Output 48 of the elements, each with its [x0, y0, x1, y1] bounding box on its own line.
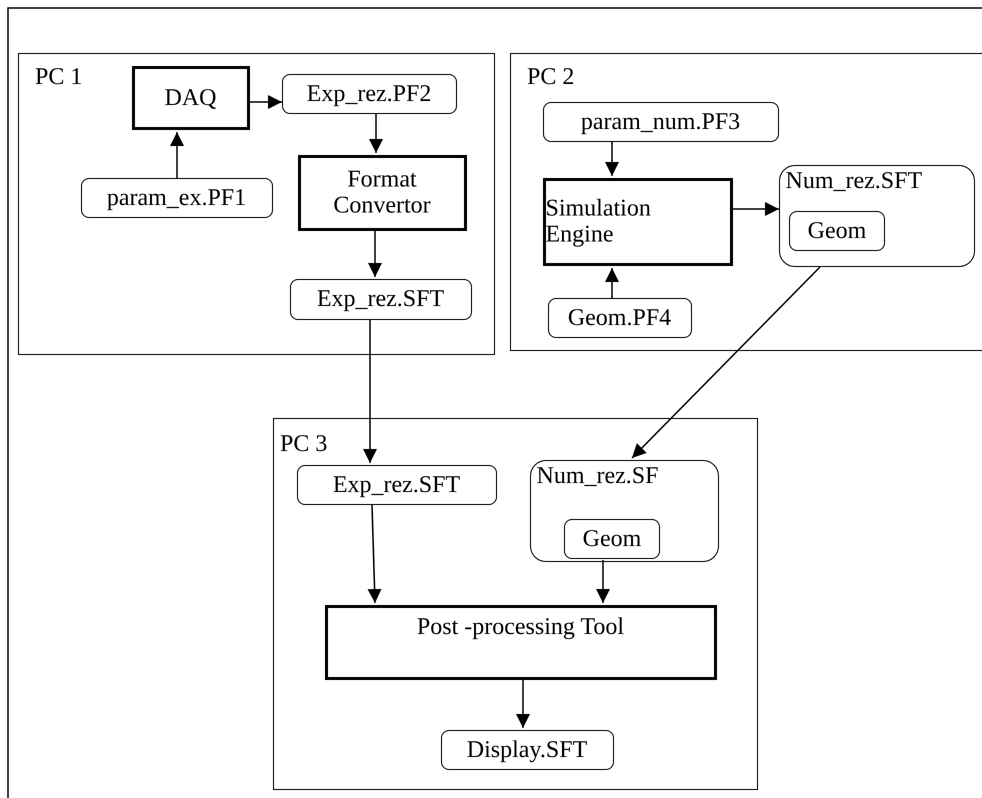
- arrow: [733, 202, 779, 216]
- node-label: Simulation Engine: [546, 195, 652, 248]
- node-label: Exp_rez.SFT: [332, 471, 460, 498]
- file-box: [564, 519, 660, 559]
- node-label: Geom: [808, 218, 866, 244]
- file-box: [789, 211, 885, 251]
- computer-panel: [273, 418, 758, 790]
- node-label: param_ex.PF1: [106, 184, 246, 211]
- arrow: [170, 132, 184, 178]
- file-container-box: [530, 460, 718, 562]
- arrow: [368, 231, 382, 277]
- panel-title: PC 3: [280, 431, 328, 458]
- file-box: [296, 464, 496, 504]
- file-box: [80, 178, 272, 218]
- node-label: Geom: [582, 526, 642, 552]
- arrow: [368, 504, 382, 604]
- arrow: [631, 266, 821, 459]
- process-box: [132, 66, 250, 130]
- node-label: Exp_rez.PF2: [306, 80, 432, 107]
- arrow: [250, 95, 282, 109]
- panel-title: PC 1: [35, 64, 82, 90]
- file-box: [440, 730, 614, 770]
- node-label: param_num.PF3: [580, 108, 740, 135]
- computer-panel: [18, 53, 495, 355]
- file-box: [290, 278, 472, 320]
- process-box: [542, 178, 732, 266]
- file-box: [548, 298, 692, 338]
- node-label: Post -processing Tool: [416, 614, 624, 640]
- panel-title: PC 2: [527, 64, 574, 90]
- file-container-box: [778, 164, 974, 266]
- process-box: [298, 154, 466, 230]
- node-label: Exp_rez.SFT: [316, 286, 444, 312]
- node-label: Num_rez.SFT: [786, 168, 922, 194]
- arrow: [516, 680, 530, 728]
- node-label: Num_rez.SF: [536, 462, 658, 489]
- node-label: Geom.PF4: [568, 304, 672, 331]
- process-box: [324, 604, 716, 680]
- file-box: [282, 74, 456, 114]
- arrow: [369, 114, 383, 153]
- node-label: Display.SFT: [466, 736, 588, 763]
- computer-panel: [510, 53, 982, 351]
- arrow: [605, 142, 619, 176]
- arrow: [596, 560, 610, 603]
- node-label: Format Convertor: [332, 166, 432, 219]
- arrow: [605, 268, 619, 298]
- file-box: [542, 102, 778, 142]
- node-label: DAQ: [164, 84, 216, 111]
- arrow: [363, 320, 377, 463]
